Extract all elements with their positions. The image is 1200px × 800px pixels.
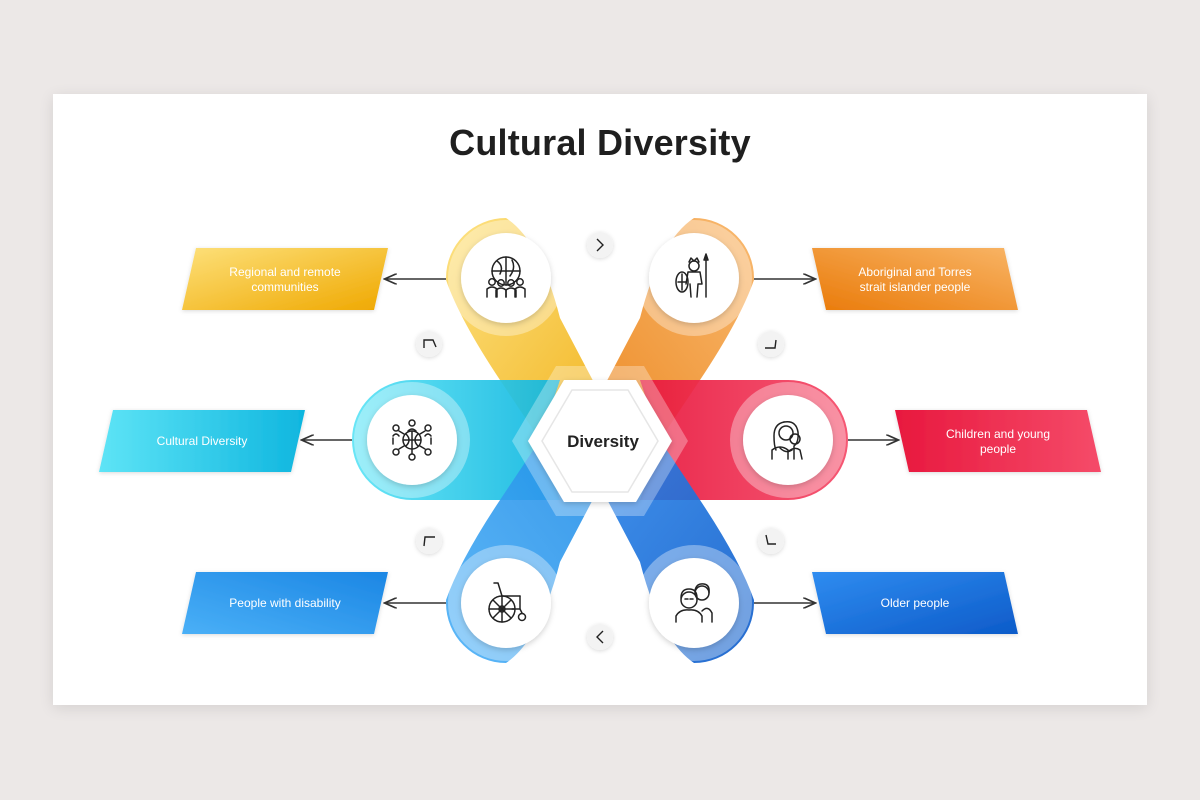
corner-bottom-left-icon	[416, 528, 442, 554]
labels: Regional and remote communities Aborigin…	[99, 248, 1101, 634]
label-text: Older people	[881, 596, 950, 610]
globe-people-icon	[486, 256, 526, 298]
wheelchair-icon	[488, 582, 527, 623]
circle-bottom-left	[448, 545, 564, 661]
label-text: Cultural Diversity	[157, 434, 248, 448]
circle-top-right	[636, 220, 752, 336]
label-text: people	[980, 442, 1016, 456]
label-text: Regional and remote	[229, 265, 341, 279]
connector-arrows	[303, 279, 897, 603]
center-label: Diversity	[567, 432, 639, 451]
center-hexagon: Diversity	[512, 366, 688, 516]
aboriginal-warrior-icon	[675, 253, 709, 298]
global-network-people-icon	[392, 419, 432, 461]
chevron-right-icon	[587, 232, 613, 258]
label-text: People with disability	[229, 596, 340, 610]
mother-child-icon	[771, 420, 803, 460]
corner-top-left-icon	[416, 331, 442, 357]
label-top-left: Regional and remote communities	[182, 248, 388, 310]
elderly-couple-icon	[675, 583, 713, 623]
corner-bottom-right-icon	[758, 528, 784, 554]
page-title: Cultural Diversity	[449, 122, 751, 163]
label-top-right: Aboriginal and Torres strait islander pe…	[812, 248, 1018, 310]
label-mid-left: Cultural Diversity	[99, 410, 305, 472]
label-mid-right: Children and young people	[895, 410, 1101, 472]
label-text: Children and young	[946, 427, 1050, 441]
circle-bottom-right	[636, 545, 752, 661]
label-bottom-right: Older people	[812, 572, 1018, 634]
label-text: Aboriginal and Torres	[858, 265, 971, 279]
corner-top-right-icon	[758, 331, 784, 357]
chevron-left-icon	[587, 624, 613, 650]
label-text: strait islander people	[860, 280, 971, 294]
rotation-markers	[416, 232, 784, 650]
label-text: communities	[251, 280, 318, 294]
label-bottom-left: People with disability	[182, 572, 388, 634]
